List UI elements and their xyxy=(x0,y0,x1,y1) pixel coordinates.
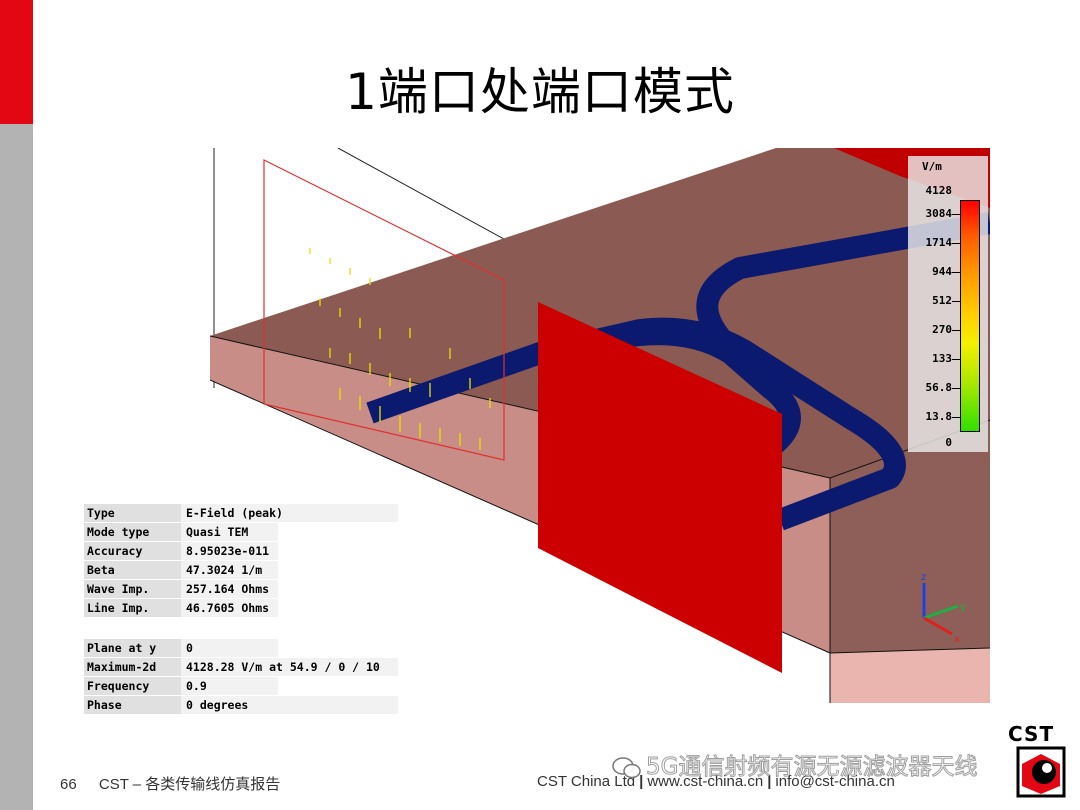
accent-red-bar xyxy=(0,0,33,124)
legend-tick-mark xyxy=(952,359,960,360)
legend-tick-label: 270 xyxy=(932,323,952,336)
wechat-icon xyxy=(612,756,641,778)
legend-tick-mark xyxy=(952,272,960,273)
legend-tick-mark xyxy=(952,214,960,215)
footer-company: CST China Ltd xyxy=(537,773,636,790)
axes-gizmo: z y x xyxy=(921,572,966,645)
field-color-legend: V/m 4128 3084 1714 944 512 270 133 56.8 … xyxy=(908,156,988,452)
watermark: 5G通信射频有源无源滤波器天线 xyxy=(612,747,978,781)
legend-color-bar xyxy=(960,200,980,432)
legend-tick-label: 3084 xyxy=(925,207,953,220)
legend-tick-label: 512 xyxy=(932,294,952,307)
port-1-plane-outline xyxy=(263,159,505,461)
legend-max-label: 4128 xyxy=(925,184,953,197)
legend-tick-label: 1714 xyxy=(925,236,953,249)
port-1-plane xyxy=(538,302,782,673)
cst-logo-icon xyxy=(1016,746,1066,798)
legend-tick-mark xyxy=(952,330,960,331)
legend-tick-mark xyxy=(952,243,960,244)
legend-tick-mark xyxy=(952,388,960,389)
legend-tick-label: 0 xyxy=(945,436,952,449)
svg-text:x: x xyxy=(954,634,960,645)
legend-tick-mark xyxy=(952,417,960,418)
legend-tick-label: 56.8 xyxy=(925,381,953,394)
microstrip-trace-bend xyxy=(537,317,906,531)
svg-text:y: y xyxy=(960,602,966,613)
legend-unit: V/m xyxy=(922,160,942,173)
legend-tick-label: 944 xyxy=(932,265,952,278)
footer-website[interactable]: www.cst-china.cn xyxy=(647,773,764,790)
svg-text:z: z xyxy=(921,572,926,583)
cst-logo-text: CST xyxy=(1008,722,1055,746)
port-mode-3d-view: z y x xyxy=(210,148,990,703)
legend-tick-label: 13.8 xyxy=(925,410,953,423)
slide-title: 1端口处端口模式 xyxy=(345,63,735,121)
footer-left: 66 CST – 各类传输线仿真报告 xyxy=(60,773,280,794)
e-field-arrows xyxy=(309,248,491,450)
footer-email[interactable]: info@cst-china.cn xyxy=(775,773,895,790)
legend-tick-label: 133 xyxy=(932,352,952,365)
side-grey-bar xyxy=(0,124,33,810)
substrate-bottom-strip xyxy=(830,648,990,703)
microstrip-trace-upper xyxy=(696,212,990,356)
page-number: 66 xyxy=(60,776,77,793)
footer-report-title: CST – 各类传输线仿真报告 xyxy=(98,776,281,793)
legend-tick-mark xyxy=(952,301,960,302)
footer-right: CST China Ltd|www.cst-china.cn|info@cst-… xyxy=(537,773,895,790)
